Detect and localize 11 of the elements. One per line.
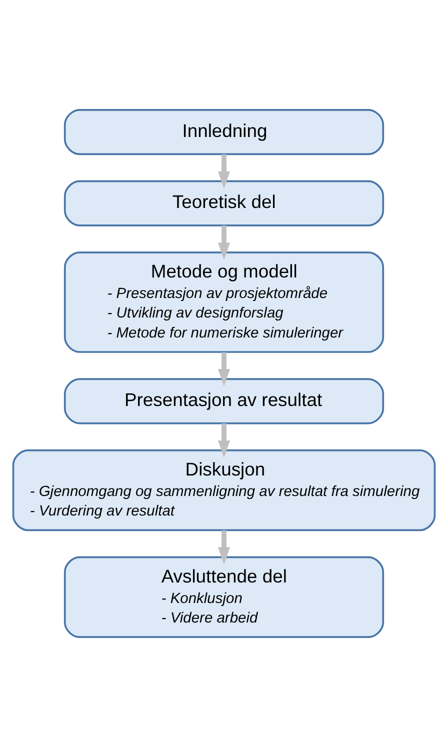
arrow — [218, 225, 230, 260]
arrow — [218, 423, 230, 458]
arrow — [218, 352, 230, 386]
node-box: Metode og modell - Presentasjon av prosjektområde - Utvikling av designforslag - Metode for numeriske simuleringer — [64, 252, 384, 353]
node-box: Teoretisk del — [64, 180, 384, 226]
node-box: Innledning — [64, 109, 384, 156]
arrow — [218, 530, 230, 564]
arrow — [218, 154, 230, 189]
node-box: Avsluttende del - Konklusjon - Videre arbeid — [64, 556, 384, 638]
node-box: Presentasjon av resultat — [64, 378, 384, 424]
node-box: Diskusjon - Gjennomgang og sammenligning av resultat fra simulering - Vurdering av resultat — [12, 449, 436, 532]
